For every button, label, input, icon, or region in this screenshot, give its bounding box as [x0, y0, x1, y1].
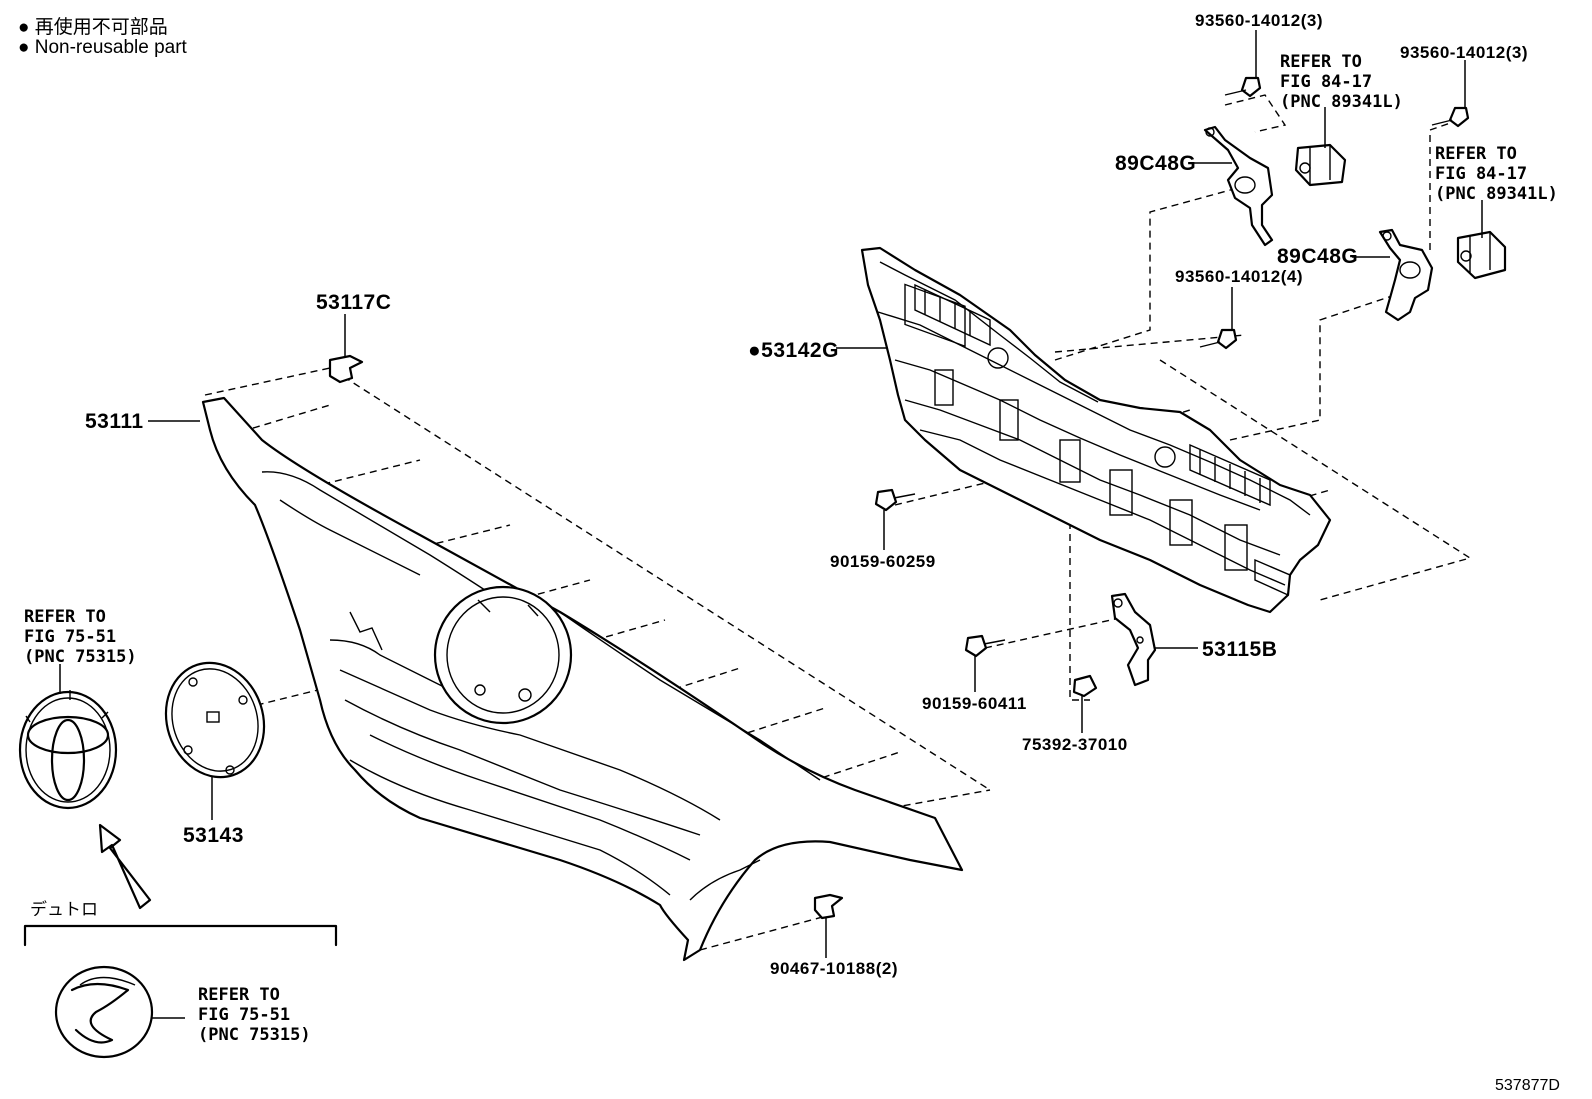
- label-53143: 53143: [183, 824, 244, 847]
- bracket-53115b-icon: [1110, 592, 1157, 687]
- label-53111: 53111: [85, 410, 144, 433]
- label-75392: 75392-37010: [1022, 735, 1128, 754]
- arrow-icon: [98, 823, 152, 910]
- reference-sensor-a: REFER TO FIG 84-17 (PNC 89341L): [1280, 52, 1403, 112]
- sensor-bracket-89c48g-a: [1203, 125, 1274, 247]
- label-89c48g-a: 89C48G: [1115, 152, 1196, 175]
- label-dyutoro: デュトロ: [30, 899, 98, 919]
- screw-93560-b-icon: [1431, 106, 1470, 128]
- svg-text:REFER TO: REFER TO: [1280, 52, 1362, 72]
- svg-text:REFER TO: REFER TO: [198, 985, 280, 1005]
- clip-90467-icon: [813, 893, 844, 920]
- legend-non-reusable-en: ● Non-reusable part: [18, 37, 187, 58]
- reference-emblem-front: REFER TO FIG 75-51 (PNC 75315): [24, 607, 137, 667]
- svg-text:FIG 75-51: FIG 75-51: [24, 627, 116, 647]
- legend-non-reusable-jp: ● 再使用不可部品: [18, 17, 168, 38]
- label-53115b: 53115B: [1202, 638, 1277, 661]
- svg-text:(PNC 89341L): (PNC 89341L): [1280, 92, 1403, 112]
- sensor-bracket-89c48g-b: [1378, 228, 1434, 322]
- sensor-icon-a: [1294, 143, 1347, 187]
- label-90159-b: 90159-60411: [922, 694, 1027, 713]
- toyota-emblem-icon: [18, 690, 118, 810]
- svg-text:(PNC 89341L): (PNC 89341L): [1435, 184, 1558, 204]
- svg-text:REFER TO: REFER TO: [24, 607, 106, 627]
- label-89c48g-b: 89C48G: [1277, 245, 1358, 268]
- emblem-base-53143: [164, 661, 266, 779]
- leader-lines: [59, 30, 1483, 1019]
- screw-93560-a-icon: [1224, 76, 1262, 98]
- dyutoro-emblem-group: [23, 924, 338, 1059]
- drawing-id: 537877D: [1495, 1077, 1560, 1094]
- svg-text:FIG 75-51: FIG 75-51: [198, 1005, 290, 1025]
- bolt-90159-a-icon: [874, 488, 916, 512]
- svg-text:(PNC 75315): (PNC 75315): [198, 1025, 311, 1045]
- reference-emblem-dyutoro: REFER TO FIG 75-51 (PNC 75315): [198, 985, 311, 1045]
- label-93560-c: 93560-14012(4): [1175, 267, 1303, 286]
- clip-75392-icon: [1072, 674, 1098, 698]
- grille-cover-53111: [201, 396, 964, 962]
- svg-text:FIG 84-17: FIG 84-17: [1280, 72, 1372, 92]
- label-93560-a: 93560-14012(3): [1195, 11, 1323, 30]
- bolt-90159-b-icon: [964, 634, 1006, 658]
- label-53117c: 53117C: [316, 291, 391, 314]
- svg-text:(PNC 75315): (PNC 75315): [24, 647, 137, 667]
- reference-sensor-b: REFER TO FIG 84-17 (PNC 89341L): [1435, 144, 1558, 204]
- back-grille-53142g: [860, 246, 1332, 614]
- label-90159-a: 90159-60259: [830, 552, 936, 571]
- svg-text:FIG 84-17: FIG 84-17: [1435, 164, 1527, 184]
- label-93560-b: 93560-14012(3): [1400, 43, 1528, 62]
- svg-text:REFER TO: REFER TO: [1435, 144, 1517, 164]
- sensor-icon-b: [1456, 230, 1507, 280]
- label-53142g: ●53142G: [748, 339, 839, 362]
- clip-53117c-icon: [328, 354, 364, 384]
- label-90467: 90467-10188(2): [770, 959, 898, 978]
